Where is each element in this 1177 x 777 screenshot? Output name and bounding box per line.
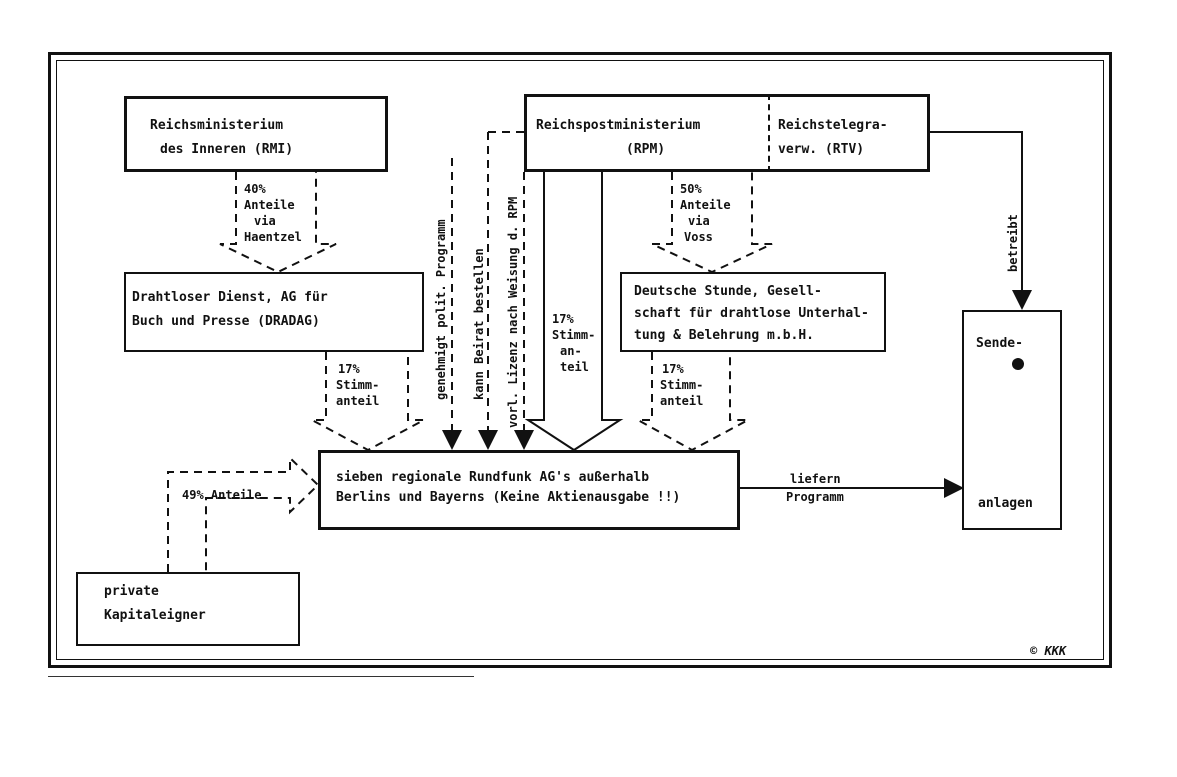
lizenz-label: vorl. Lizenz nach Weisung d. RPM bbox=[506, 196, 520, 428]
liefern-label-1: liefern bbox=[790, 472, 841, 486]
rpm-share-2: Anteile bbox=[680, 198, 731, 212]
dradag-vote-3: anteil bbox=[336, 394, 380, 408]
private-share-label: 49% Anteile bbox=[182, 488, 262, 502]
rpm-vote-4: teil bbox=[560, 360, 589, 374]
ds-line2: schaft für drahtlose Unterhal- bbox=[634, 306, 869, 321]
rpm-vote-3: an- bbox=[560, 344, 582, 358]
beirat-label: kann Beirat bestellen bbox=[472, 248, 486, 400]
ds-vote-2: Stimm- bbox=[660, 378, 704, 392]
rmi-line2: des Inneren (RMI) bbox=[160, 142, 294, 157]
sende-line1: Sende- bbox=[976, 336, 1023, 351]
ds-vote-3: anteil bbox=[660, 394, 704, 408]
rpm-rtv-divider bbox=[768, 94, 770, 172]
box-sendeanlagen bbox=[962, 310, 1062, 530]
rpm-vote-2: Stimm- bbox=[552, 328, 596, 342]
sende-line2: anlagen bbox=[978, 496, 1033, 511]
ds-line3: tung & Belehrung m.b.H. bbox=[634, 328, 815, 343]
rpm-vote-1: 17% bbox=[552, 312, 574, 326]
inner-frame bbox=[56, 60, 1104, 660]
outer-frame bbox=[48, 52, 1112, 668]
rtv-line1: Reichstelegra- bbox=[778, 118, 888, 133]
kapital-line2: Kapitaleigner bbox=[104, 608, 206, 623]
private-to-rundfunk-arrow bbox=[167, 455, 320, 572]
rpm-line2: (RPM) bbox=[626, 142, 666, 157]
ds-vote-1: 17% bbox=[662, 362, 684, 376]
liefern-label-2: Programm bbox=[786, 490, 844, 504]
rtv-line2: verw. (RTV) bbox=[778, 142, 865, 157]
rmi-to-dradag-arrow bbox=[219, 172, 337, 274]
box-deutsche-stunde bbox=[620, 272, 886, 352]
rpm-share-3: via bbox=[688, 214, 710, 228]
rmi-share-4: Haentzel bbox=[244, 230, 302, 244]
dradag-line1: Drahtloser Dienst, AG für bbox=[132, 290, 328, 305]
rundfunk-line1: sieben regionale Rundfunk AG's außerhalb bbox=[336, 470, 650, 485]
kapital-line1: private bbox=[104, 584, 159, 599]
beirat-arrow bbox=[488, 131, 524, 448]
box-dradag bbox=[124, 272, 424, 352]
rmi-share-1: 40% bbox=[244, 182, 266, 196]
box-rundfunk bbox=[318, 450, 740, 530]
rpm-line1: Reichspostministerium bbox=[536, 118, 701, 133]
rmi-share-2: Anteile bbox=[244, 198, 295, 212]
betreibt-arrow bbox=[928, 131, 1032, 310]
dradag-vote-2: Stimm- bbox=[336, 378, 380, 392]
dradag-vote-1: 17% bbox=[338, 362, 360, 376]
dradag-line2: Buch und Presse (DRADAG) bbox=[132, 314, 320, 329]
betreibt-label: betreibt bbox=[1006, 214, 1020, 272]
box-rmi bbox=[124, 96, 388, 172]
underline-rule bbox=[48, 676, 474, 677]
copyright-mark: © KKK bbox=[1030, 644, 1067, 658]
genehmigt-label: genehmigt polit. Programm bbox=[434, 219, 448, 400]
rpm-share-1: 50% bbox=[680, 182, 702, 196]
box-rpm-rtv bbox=[524, 94, 930, 172]
rundfunk-line2: Berlins und Bayerns (Keine Aktienausgabe… bbox=[336, 490, 681, 505]
ds-line1: Deutsche Stunde, Gesell- bbox=[634, 284, 822, 299]
rmi-share-3: via bbox=[254, 214, 276, 228]
tower-antenna-icon bbox=[1012, 358, 1024, 370]
rpm-share-4: Voss bbox=[684, 230, 713, 244]
rmi-line1: Reichsministerium bbox=[150, 118, 284, 133]
rpm-to-ds-arrow bbox=[651, 172, 773, 274]
rpm-to-rundfunk-arrow bbox=[524, 172, 624, 452]
box-kapital bbox=[76, 572, 300, 646]
